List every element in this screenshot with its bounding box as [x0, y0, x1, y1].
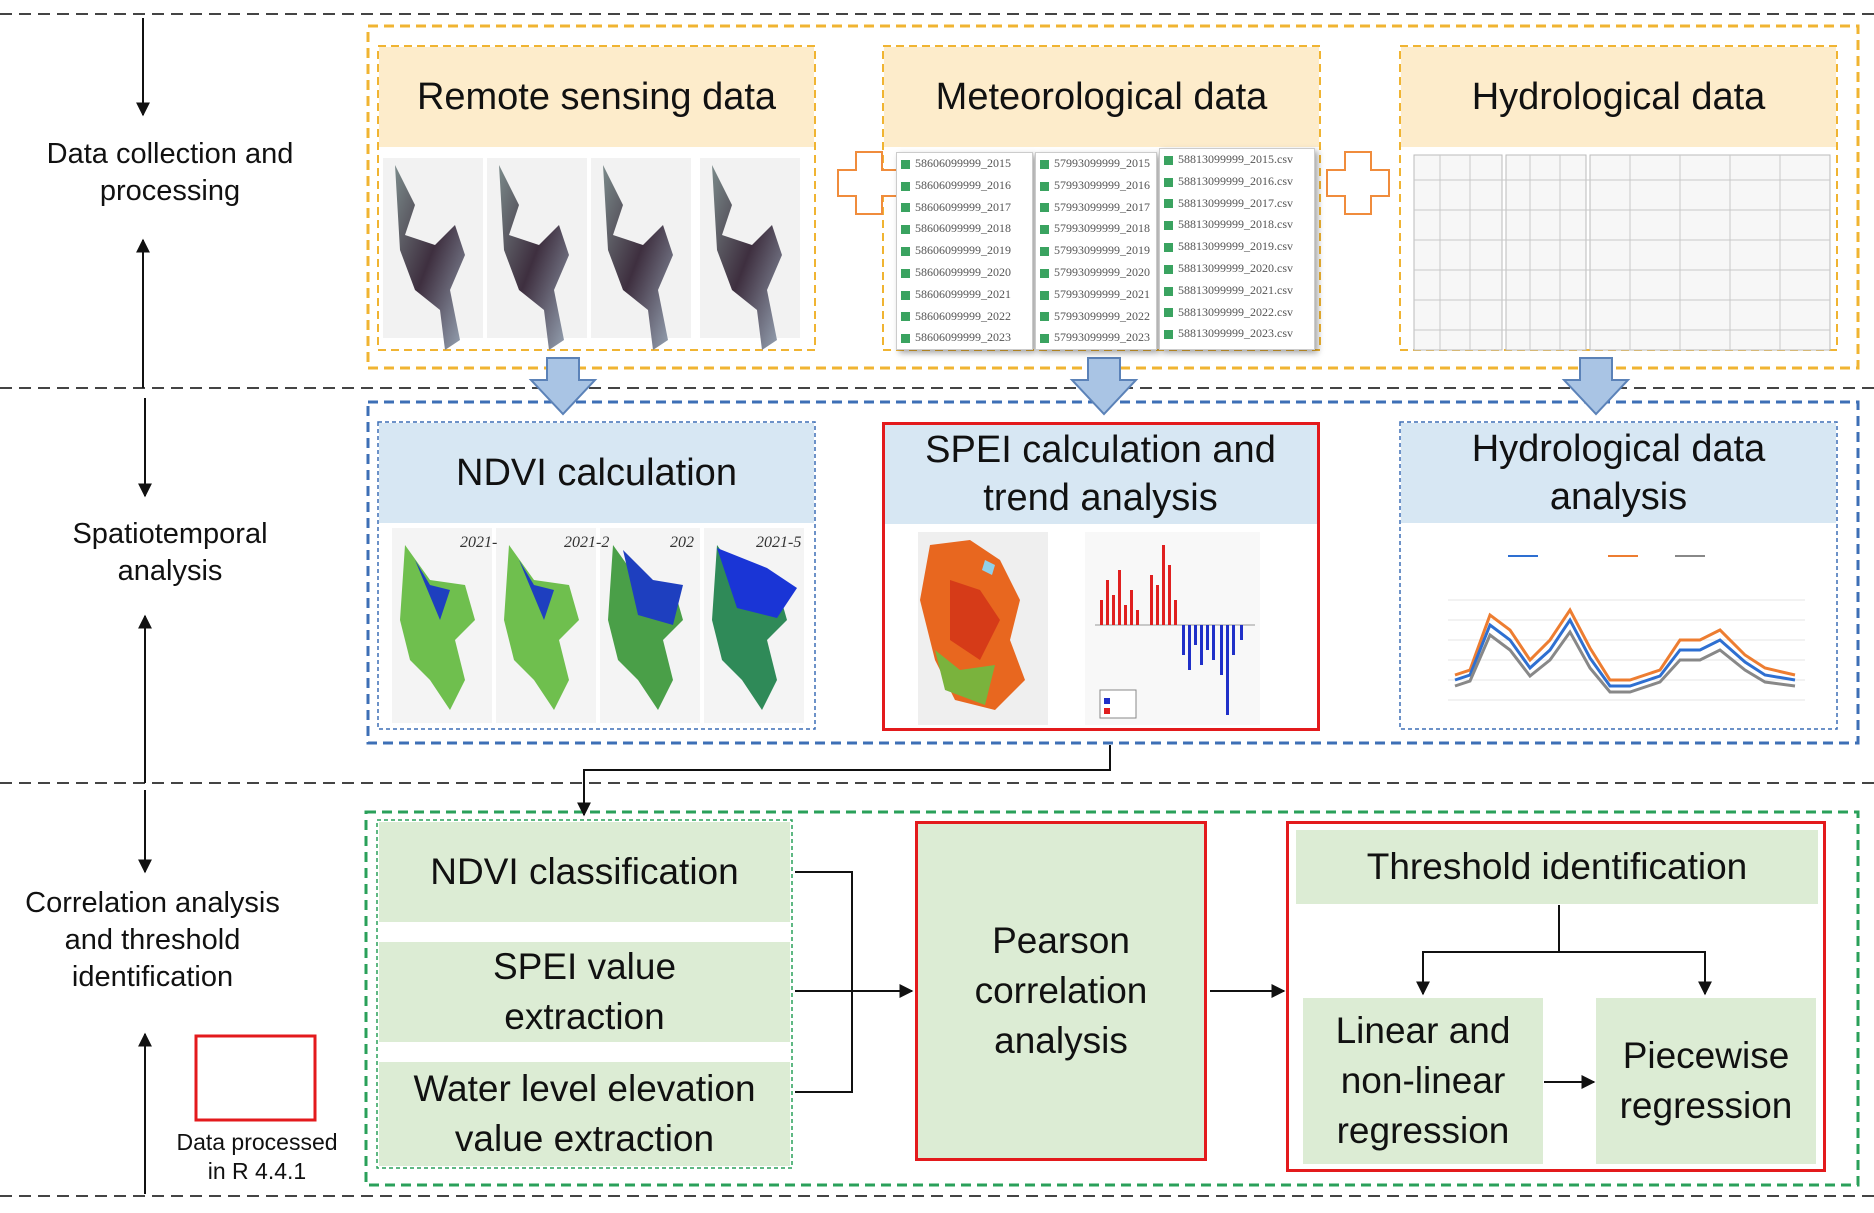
- piecewise-regression-box: Piecewise regression: [1596, 998, 1816, 1164]
- hydrological-frame: [1399, 45, 1838, 351]
- flow-arrow-hydro: [1561, 357, 1631, 416]
- met-file: 57993099999_2022: [1036, 306, 1156, 328]
- met-file: 57993099999_2020: [1036, 262, 1156, 284]
- ndvi-year-label: 2021-: [460, 534, 498, 551]
- stage-label-spatiotemporal: Spatiotemporal analysis: [72, 518, 268, 587]
- plus-icon-2: [1326, 151, 1390, 215]
- legend-note: Data processed in R 4.4.1: [176, 1129, 338, 1184]
- hydro-table-thumbnail: [1413, 154, 1831, 351]
- spei-bar-chart: [1085, 532, 1260, 725]
- ndvi-year-label: 2021-2: [564, 534, 610, 551]
- met-file: 58606099999_2021: [897, 284, 1032, 306]
- met-file: 57993099999_2017: [1036, 197, 1156, 219]
- met-file: 58606099999_2015: [897, 153, 1032, 175]
- met-file: 57993099999_2015: [1036, 153, 1156, 175]
- legend-red-box: [194, 1034, 317, 1122]
- extraction-frame: [376, 819, 793, 1169]
- ndvi-year-label: 2021-5: [756, 534, 802, 551]
- spei-map: [918, 532, 1048, 725]
- ndvi-calculation-header: NDVI calculation: [379, 423, 814, 523]
- met-file: 58813099999_2018.csv: [1160, 214, 1314, 236]
- met-file: 58606099999_2017: [897, 197, 1032, 219]
- hydro-analysis-frame: [1399, 421, 1838, 730]
- connector-spei-to-classification: [577, 745, 1111, 817]
- satellite-image-1: [383, 158, 483, 350]
- met-file: 58813099999_2020.csv: [1160, 258, 1314, 280]
- ndvi-frame: [377, 421, 816, 730]
- row3-frame: [364, 810, 1860, 1187]
- met-file: 58813099999_2015.csv: [1160, 149, 1314, 171]
- hydro-analysis-header: Hydrological data analysis: [1401, 423, 1836, 523]
- ndvi-year-label: 202: [670, 534, 694, 551]
- met-file: 58606099999_2023: [897, 327, 1032, 349]
- met-file: 58606099999_2019: [897, 240, 1032, 262]
- met-file: 57993099999_2018: [1036, 218, 1156, 240]
- hydro-line-chart: [1448, 555, 1805, 701]
- met-file: 58813099999_2016.csv: [1160, 171, 1314, 193]
- hydrological-header: Hydrological data: [1401, 47, 1836, 147]
- met-file: 57993099999_2019: [1036, 240, 1156, 262]
- satellite-image-3: [591, 158, 691, 350]
- meteorological-header: Meteorological data: [884, 47, 1319, 147]
- met-file-list-2: 57993099999_2015 57993099999_2016 579930…: [1035, 152, 1157, 350]
- met-file: 58813099999_2017.csv: [1160, 193, 1314, 215]
- spei-red-frame: [882, 422, 1320, 731]
- ndvi-map-1: [392, 528, 492, 723]
- stage-label-correlation: Correlation analysis and threshold ident…: [25, 887, 280, 993]
- met-file-list-3: 58813099999_2015.csv 58813099999_2016.cs…: [1159, 148, 1315, 350]
- ndvi-map-2: [496, 528, 596, 723]
- met-file: 58606099999_2018: [897, 218, 1032, 240]
- ndvi-classification-box: NDVI classification: [379, 822, 790, 922]
- linear-regression-box: Linear and non-linear regression: [1303, 998, 1543, 1164]
- threshold-identification-box: Threshold identification: [1296, 830, 1818, 904]
- flow-arrow-spei: [1069, 357, 1139, 416]
- met-file: 58606099999_2016: [897, 175, 1032, 197]
- met-file: 58813099999_2019.csv: [1160, 236, 1314, 258]
- met-file: 58813099999_2023.csv: [1160, 323, 1314, 345]
- plus-icon-1: [837, 151, 901, 215]
- threshold-red-frame: [1286, 821, 1826, 1172]
- pearson-correlation-box: Pearson correlation analysis: [915, 821, 1207, 1161]
- met-file: 58606099999_2020: [897, 262, 1032, 284]
- met-file: 58813099999_2021.csv: [1160, 280, 1314, 302]
- met-file: 57993099999_2021: [1036, 284, 1156, 306]
- remote-sensing-header: Remote sensing data: [379, 47, 814, 147]
- satellite-image-4: [700, 158, 800, 350]
- water-level-box: Water level elevation value extraction: [379, 1062, 790, 1166]
- spei-value-box: SPEI value extraction: [379, 942, 790, 1042]
- met-file: 57993099999_2016: [1036, 175, 1156, 197]
- connector-ndvi-class: [795, 871, 853, 1093]
- remote-sensing-frame: [377, 45, 816, 351]
- met-file: 58813099999_2022.csv: [1160, 302, 1314, 324]
- ndvi-map-3: [600, 528, 700, 723]
- satellite-image-2: [487, 158, 587, 350]
- stage-label-collection: Data collection and processing: [46, 138, 294, 207]
- ndvi-map-4: [704, 528, 804, 723]
- met-file-list-1: 58606099999_2015 58606099999_2016 586060…: [896, 152, 1033, 350]
- met-file: 58606099999_2022: [897, 306, 1032, 328]
- flow-arrow-ndvi: [528, 357, 598, 416]
- met-file: 57993099999_2023: [1036, 327, 1156, 349]
- spei-calculation-header: SPEI calculation and trend analysis: [884, 424, 1317, 524]
